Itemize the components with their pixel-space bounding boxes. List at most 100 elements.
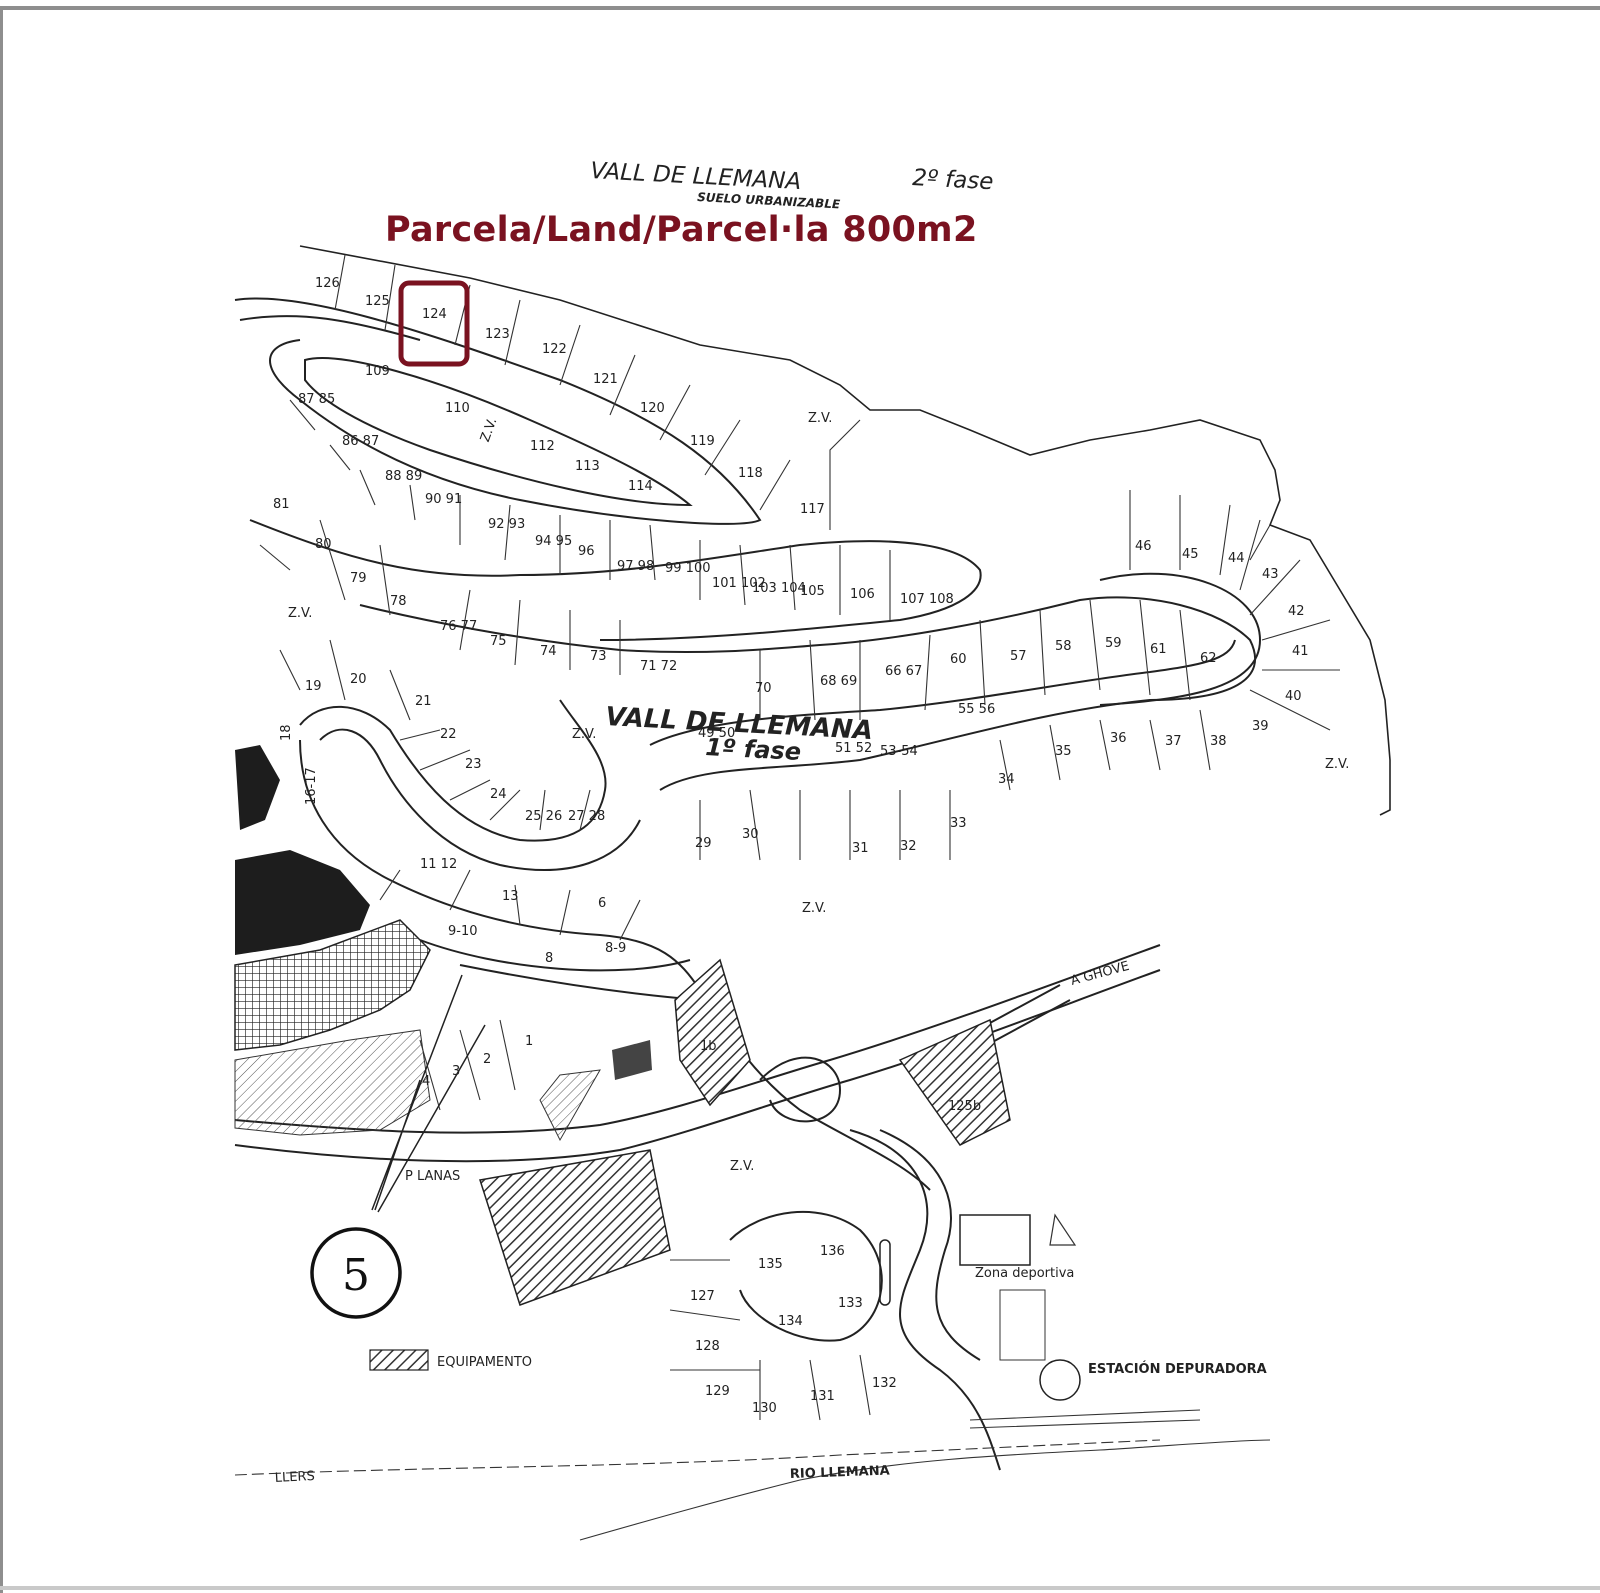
plot-label: 62 bbox=[1200, 651, 1217, 666]
phase1-title: VALL DE LLEMANA 1º fase bbox=[605, 702, 874, 766]
plot-label: 71 72 bbox=[640, 659, 677, 674]
sports-court bbox=[999, 1289, 1046, 1361]
plot-label: 37 bbox=[1165, 734, 1182, 749]
road-lower-band bbox=[299, 739, 931, 1191]
plot-label: 132 bbox=[872, 1376, 897, 1391]
plot-dividers bbox=[259, 254, 1340, 1421]
river-bank bbox=[579, 1439, 1271, 1541]
plot-label: 23 bbox=[465, 757, 482, 772]
plot-label: 51 52 bbox=[835, 741, 872, 756]
plot-label: 68 69 bbox=[820, 674, 857, 689]
plot-label: 33 bbox=[950, 816, 967, 831]
plot-label: 92 93 bbox=[488, 517, 525, 532]
plot-label: 60 bbox=[950, 652, 967, 667]
plot-label: 9-10 bbox=[448, 924, 478, 939]
plot-label: 42 bbox=[1288, 604, 1305, 619]
road-southern-loop bbox=[759, 1056, 842, 1123]
plot-label: 113 bbox=[575, 459, 600, 474]
plot-label: 125b bbox=[948, 1099, 981, 1114]
plot-labels: 126 125 124 123 122 121 120 119 118 117 … bbox=[273, 276, 1309, 1416]
plot-label: 18 bbox=[279, 724, 294, 741]
equipment-legend-label: EQUIPAMENTO bbox=[437, 1355, 532, 1370]
plot-label: 39 bbox=[1252, 719, 1269, 734]
estate-boundary bbox=[299, 245, 1391, 816]
plot-label: 55 56 bbox=[958, 702, 995, 717]
plot-label: 129 bbox=[705, 1384, 730, 1399]
road-southern-link bbox=[849, 1129, 1001, 1471]
plot-label: 87 85 bbox=[298, 392, 335, 407]
plot-label: 135 bbox=[758, 1257, 783, 1272]
plot-label: 46 bbox=[1135, 539, 1152, 554]
river-label: RIO LLEMANA bbox=[790, 1464, 890, 1482]
plot-label: 22 bbox=[440, 727, 457, 742]
residential-grid-area bbox=[234, 919, 431, 1051]
treatment-station: ESTACIÓN DEPURADORA bbox=[1039, 1359, 1267, 1401]
sports-zone: Zona deportiva bbox=[959, 1213, 1077, 1361]
map-marker-5: 5 bbox=[310, 974, 486, 1319]
plot-label: 41 bbox=[1292, 644, 1309, 659]
plot-label: 125 bbox=[365, 294, 390, 309]
plot-label: 107 108 bbox=[900, 592, 954, 607]
zone-label: Z.V. bbox=[478, 416, 500, 444]
vegetation-edge bbox=[829, 419, 1271, 561]
plot-label: 4 bbox=[422, 1074, 430, 1089]
plot-label: 36 bbox=[1110, 731, 1127, 746]
plot-label: 43 bbox=[1262, 567, 1279, 582]
plot-label: 122 bbox=[542, 342, 567, 357]
plot-label: 32 bbox=[900, 839, 917, 854]
sports-zone-label: Zona deportiva bbox=[975, 1266, 1074, 1281]
equipment-area-center bbox=[674, 958, 751, 1107]
plot-label: 80 bbox=[315, 537, 332, 552]
marker-number: 5 bbox=[342, 1250, 370, 1301]
zone-label: Z.V. bbox=[1325, 757, 1349, 772]
road-right-loop bbox=[1099, 572, 1262, 706]
treatment-tank bbox=[1039, 1359, 1081, 1401]
frame-bottom-border bbox=[0, 1586, 1600, 1590]
road-label-llers: LLERS bbox=[274, 1469, 315, 1486]
plot-label: 31 bbox=[852, 841, 869, 856]
phase2-title-line2: SUELO URBANIZABLE bbox=[697, 190, 841, 212]
plot-label: 16-17 bbox=[304, 767, 319, 805]
highlighted-plot-box bbox=[398, 280, 470, 367]
path-marker bbox=[879, 1239, 891, 1306]
road-upper-loop-inner bbox=[304, 357, 693, 507]
plot-label: 13 bbox=[502, 889, 519, 904]
plot-label: 103 104 bbox=[752, 581, 806, 596]
plot-label: 8-9 bbox=[605, 941, 626, 956]
plot-label: 130 bbox=[752, 1401, 777, 1416]
plot-label: 24 bbox=[490, 787, 507, 802]
treatment-station-label: ESTACIÓN DEPURADORA bbox=[1088, 1361, 1267, 1377]
plot-label: 126 bbox=[315, 276, 340, 291]
equipment-area-south bbox=[479, 1149, 671, 1306]
plot-label: 105 bbox=[800, 584, 825, 599]
plot-label: 45 bbox=[1182, 547, 1199, 562]
plot-label: 20 bbox=[350, 672, 367, 687]
plot-label: 117 bbox=[800, 502, 825, 517]
equipment-area-east bbox=[898, 1018, 1011, 1146]
plot-label: 49 50 bbox=[698, 726, 735, 741]
plot-label: 120 bbox=[640, 401, 665, 416]
river-line bbox=[234, 1439, 1161, 1476]
marker-circle bbox=[310, 1227, 402, 1319]
plot-label: 76 77 bbox=[440, 619, 477, 634]
zone-label: Z.V. bbox=[730, 1159, 754, 1174]
plot-label: 2 bbox=[483, 1052, 491, 1067]
equipment-block bbox=[612, 1040, 652, 1080]
hatched-area-southwest bbox=[539, 1069, 601, 1142]
marker-pointer-lines bbox=[371, 974, 486, 1213]
hatched-area-west bbox=[234, 1029, 431, 1136]
plot-label: 134 bbox=[778, 1314, 803, 1329]
plot-label: 79 bbox=[350, 571, 367, 586]
plot-label: 34 bbox=[998, 772, 1015, 787]
plot-label: 96 bbox=[578, 544, 595, 559]
road-south-block bbox=[729, 1210, 883, 1342]
plot-label: 40 bbox=[1285, 689, 1302, 704]
plot-label: 8 bbox=[545, 951, 553, 966]
road-label-planas: P LANAS bbox=[405, 1169, 460, 1184]
plot-label: 121 bbox=[593, 372, 618, 387]
plot-label: 94 95 bbox=[535, 534, 572, 549]
plot-label: 1 bbox=[525, 1034, 533, 1049]
parcel-caption: Parcela/Land/Parcel·la 800m2 bbox=[385, 210, 978, 250]
